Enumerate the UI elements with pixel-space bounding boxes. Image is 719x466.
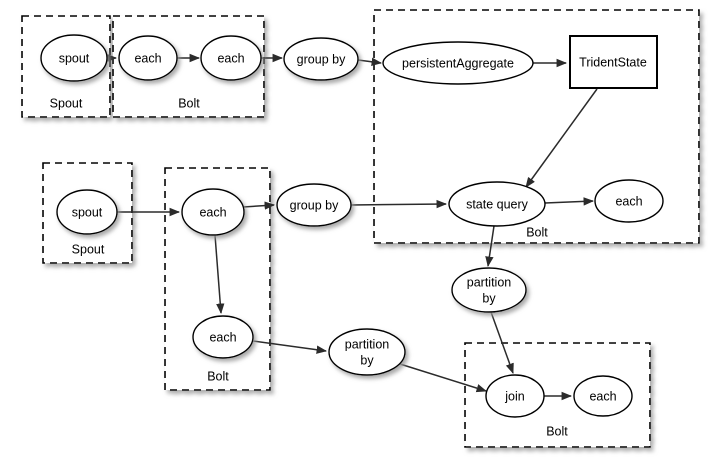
group-label: Spout	[50, 96, 83, 110]
node-join[interactable]: join	[485, 374, 545, 418]
node-label: persistentAggregate	[402, 56, 514, 70]
group-label: Spout	[72, 242, 105, 256]
node-each-5[interactable]: each	[192, 315, 254, 359]
edge-partitionby1-join	[490, 311, 514, 374]
node-group-by-1[interactable]: group by	[283, 37, 359, 81]
node-label-line2: by	[360, 353, 374, 367]
node-label: spout	[72, 205, 103, 219]
node-each-3[interactable]: each	[181, 188, 245, 236]
node-spout-2[interactable]: spout	[56, 189, 118, 235]
node-partition-by-1[interactable]: partition by	[451, 267, 527, 313]
node-label: group by	[290, 198, 339, 212]
node-label: spout	[59, 51, 90, 65]
group-label: Bolt	[526, 225, 548, 239]
node-label: each	[615, 194, 642, 208]
edge-statequery-each4	[544, 197, 595, 206]
node-group-by-2[interactable]: group by	[276, 183, 352, 227]
edge-each5-partitionby2	[252, 340, 328, 354]
edge-tridentstate-statequery	[525, 88, 598, 188]
edge-each3-each5	[214, 234, 225, 315]
node-spout-1[interactable]: spout	[40, 34, 108, 82]
node-each-2[interactable]: each	[200, 35, 262, 81]
node-label-line2: by	[482, 291, 496, 305]
node-trident-state[interactable]: TridentState	[569, 35, 658, 89]
node-label: join	[504, 389, 525, 403]
edge-statequery-partitionby1	[485, 225, 495, 268]
edges	[106, 53, 598, 401]
edge-each3-groupby2	[242, 201, 276, 210]
node-label: each	[209, 330, 236, 344]
node-persistent-aggregate[interactable]: persistentAggregate	[382, 41, 534, 85]
node-label: each	[134, 51, 161, 65]
node-label: state query	[466, 197, 529, 211]
node-label: each	[589, 389, 616, 403]
edge-groupby2-statequery	[350, 199, 448, 209]
edge-partitionby2-join	[399, 363, 488, 393]
group-label: Bolt	[207, 369, 229, 383]
nodes: spout each each group by persistentAggre…	[40, 34, 664, 418]
group-label: Bolt	[546, 424, 568, 438]
node-each-4[interactable]: each	[594, 179, 664, 223]
node-label-line1: partition	[345, 337, 390, 351]
node-each-6[interactable]: each	[573, 375, 633, 417]
node-label: group by	[297, 52, 346, 66]
node-state-query[interactable]: state query	[448, 181, 546, 227]
node-label: each	[199, 205, 226, 219]
node-partition-by-2[interactable]: partition by	[328, 328, 406, 376]
group-label: Bolt	[178, 96, 200, 110]
node-each-1[interactable]: each	[118, 35, 178, 81]
edge-groupby1-persistentaggregate	[357, 57, 383, 66]
node-label: each	[217, 51, 244, 65]
node-label: TridentState	[579, 55, 647, 69]
node-label-line1: partition	[467, 275, 512, 289]
